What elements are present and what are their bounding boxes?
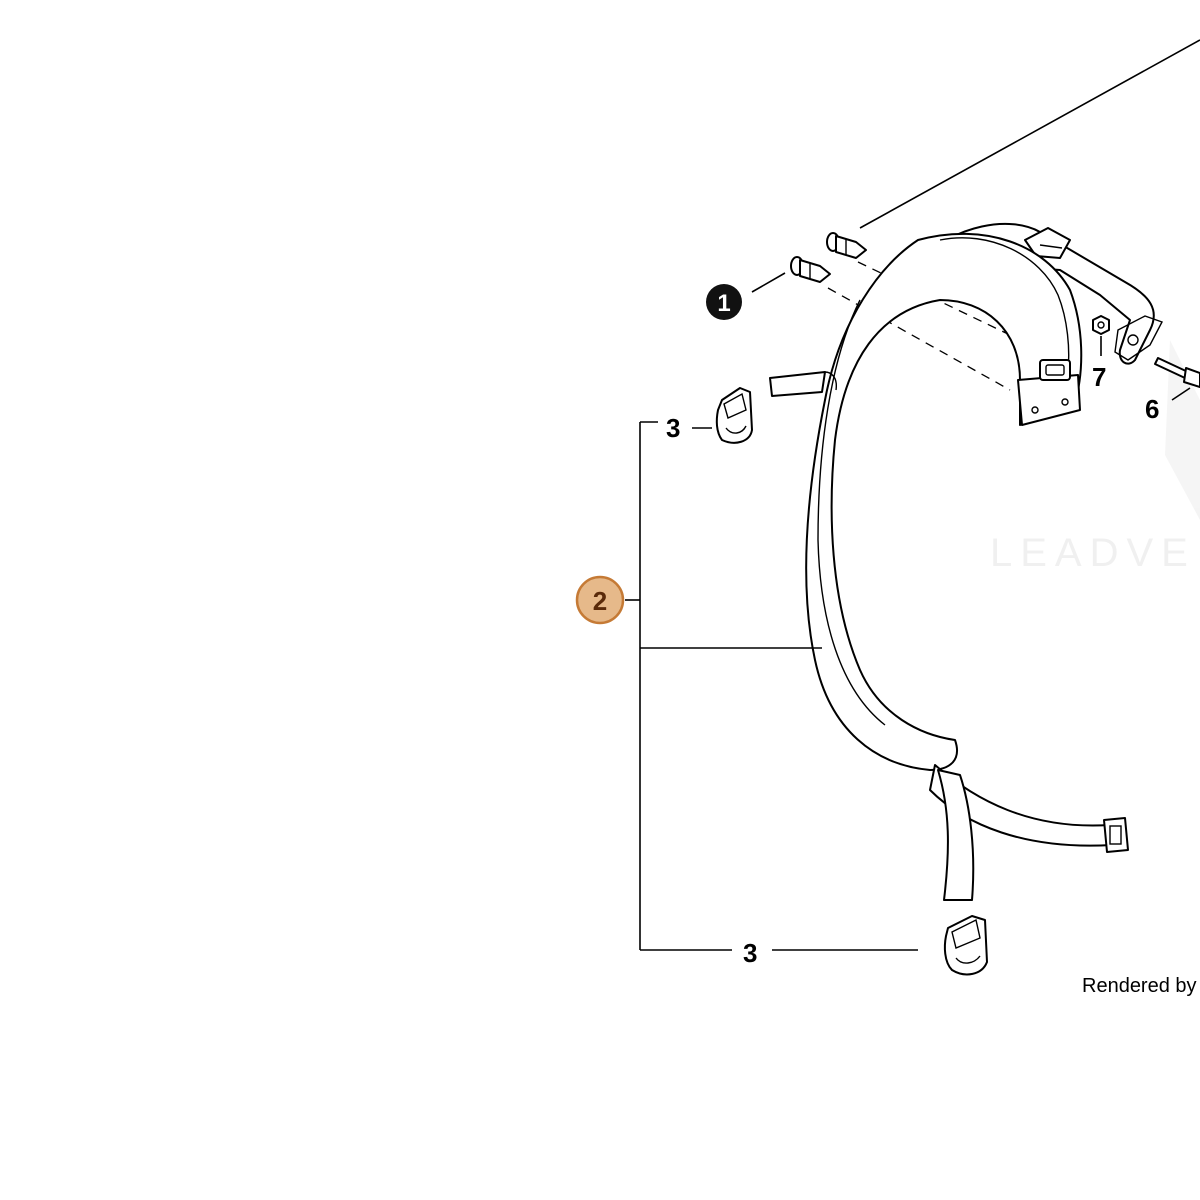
callout-2-label: 2 (593, 586, 607, 616)
strap-upper-stub[interactable] (769, 371, 838, 397)
callout-3-bottom-label[interactable]: 3 (743, 938, 757, 968)
callout-6-label[interactable]: 6 (1145, 394, 1159, 424)
clip-top[interactable] (715, 387, 753, 444)
callout-1-label: 1 (717, 290, 730, 317)
watermark-text: LEADVE (990, 531, 1196, 575)
clip-bottom[interactable] (943, 915, 988, 976)
strap-lower-short[interactable] (937, 769, 975, 901)
nut[interactable] (1092, 315, 1110, 335)
callout-3-top-label[interactable]: 3 (666, 413, 680, 443)
push-pin-upper[interactable] (826, 232, 867, 259)
leader-line-6 (1171, 387, 1191, 401)
callout-1[interactable]: 1 (706, 284, 742, 320)
callout-7-label[interactable]: 7 (1092, 362, 1106, 392)
callout-2-highlighted[interactable]: 2 (575, 575, 625, 625)
group-bracket-2 (625, 421, 822, 951)
push-pin-lower[interactable] (790, 256, 831, 283)
leader-line-top (859, 39, 1200, 229)
leader-line-1 (751, 272, 786, 293)
fender-arc[interactable] (805, 232, 1083, 771)
render-credit: Rendered by L (1082, 975, 1200, 997)
bolt[interactable] (1154, 357, 1200, 388)
